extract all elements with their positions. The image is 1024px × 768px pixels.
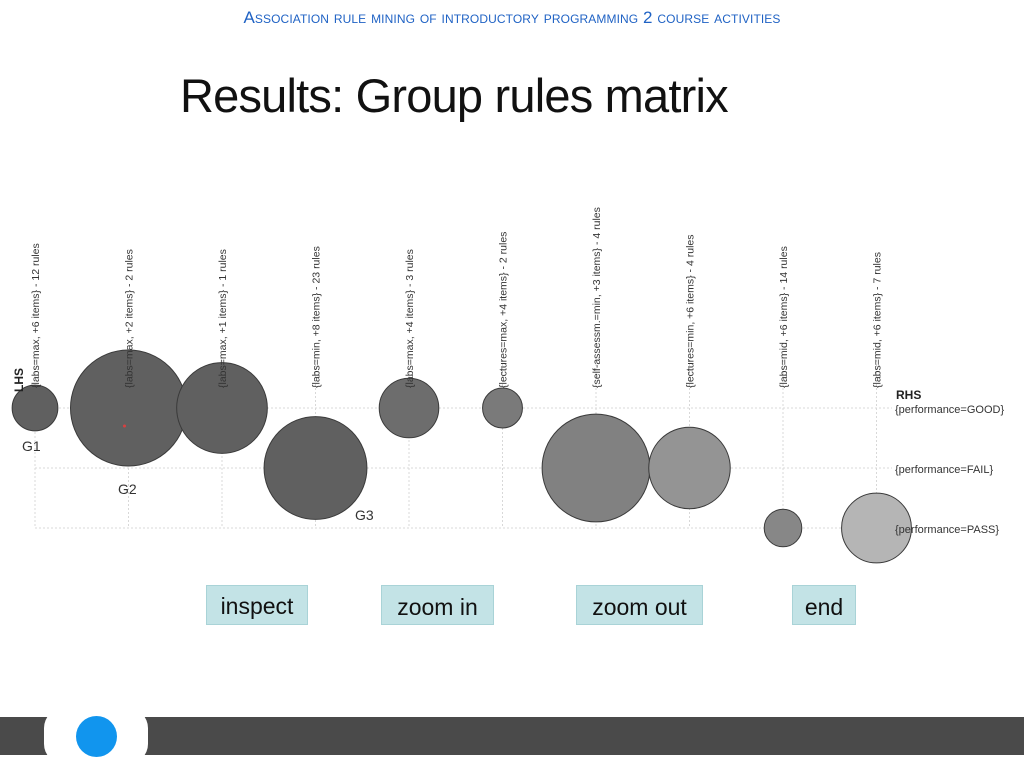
group-label: G3 bbox=[355, 507, 374, 523]
slide-indicator-dot[interactable] bbox=[76, 716, 117, 757]
rule-bubble bbox=[648, 426, 731, 510]
lhs-label: {labs=max, +4 items} - 3 rules bbox=[404, 249, 416, 388]
rhs-axis-title: RHS bbox=[896, 388, 921, 402]
rule-bubble bbox=[482, 387, 523, 429]
rhs-label: {performance=PASS} bbox=[895, 524, 999, 536]
lhs-label: {self-assessm.=min, +3 items} - 4 rules bbox=[591, 207, 603, 388]
group-label: G2 bbox=[118, 481, 137, 497]
rule-bubble bbox=[763, 508, 803, 548]
inspect-button[interactable]: inspect bbox=[206, 585, 308, 625]
rule-bubble bbox=[541, 413, 651, 523]
zoom-out-button[interactable]: zoom out bbox=[576, 585, 703, 625]
lhs-axis-title: LHS bbox=[12, 368, 26, 392]
rhs-label: {performance=FAIL} bbox=[895, 464, 993, 476]
red-marker bbox=[123, 424, 126, 428]
lhs-label: {lectures=max, +4 items} - 2 rules bbox=[498, 232, 510, 388]
lhs-label: {labs=mid, +6 items} - 14 rules bbox=[778, 246, 790, 388]
group-rules-matrix-chart: {labs=max, +6 items} - 12 rules {labs=max… bbox=[11, 207, 1004, 564]
slide-title: Results: Group rules matrix bbox=[180, 69, 729, 122]
lhs-label: {labs=max, +2 items} - 2 rules bbox=[124, 249, 136, 388]
rhs-label: {performance=GOOD} bbox=[895, 404, 1004, 416]
super-title: Association rule mining of introductory … bbox=[243, 8, 781, 27]
rule-bubble bbox=[378, 377, 440, 439]
lhs-label: {labs=mid, +6 items} - 7 rules bbox=[872, 252, 884, 388]
lhs-label: {labs=max, +1 items} - 1 rules bbox=[217, 249, 229, 388]
group-label: G1 bbox=[22, 438, 41, 454]
zoom-in-button[interactable]: zoom in bbox=[381, 585, 494, 625]
lhs-label: {labs=max, +6 items} - 12 rules bbox=[30, 243, 42, 388]
footer-bar bbox=[0, 717, 1024, 755]
rule-bubble bbox=[11, 384, 59, 432]
end-button[interactable]: end bbox=[792, 585, 856, 625]
rule-bubble bbox=[841, 492, 912, 564]
lhs-label: {labs=min, +8 items} - 23 rules bbox=[311, 246, 323, 388]
lhs-label: {lectures=min, +6 items} - 4 rules bbox=[685, 235, 697, 389]
rule-bubble bbox=[176, 362, 268, 454]
rule-bubble bbox=[263, 416, 368, 520]
